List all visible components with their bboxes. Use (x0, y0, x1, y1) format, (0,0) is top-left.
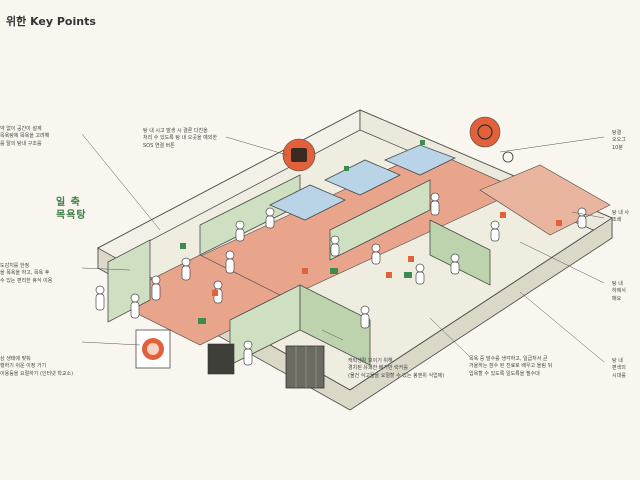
pool-2 (324, 159, 401, 196)
annotation-right-3: 탕 내 하에서 매요 (612, 281, 626, 302)
wall-green-6 (107, 239, 151, 323)
clock-callout (469, 116, 501, 148)
page-title: 위한 Key Points (6, 15, 96, 28)
annotation-right-1: 탕결 오오그 10분 (612, 130, 626, 151)
annotation-left-1: 약 없이 공간이 설계 목욕탕에 목욕을 고려해 를 탈의 탕내 구조를 (0, 126, 50, 147)
right-room-floor (479, 164, 611, 236)
annotation-bottom-center-2: 목욕 중 말수를 생각하고, 일급처서 큰 거울하는 잠수 된 진료로 배우고 … (469, 356, 553, 377)
annotation-left-2: 도감지를 한정 을 목욕을 하고, 목욕 후 수 있는 편리한 휴식 이용 (0, 263, 53, 284)
dark-door (207, 343, 235, 375)
annotation-right-4: 탕 내 편색의 시대를 (612, 358, 626, 379)
wall-green-4 (299, 284, 371, 366)
wall-green-5 (429, 219, 491, 286)
annotation-left-3: 상 생태에 맞춰 행하기 쉬운 이정 거기 이용등을 요절하기 (인터넷 학교소… (0, 356, 74, 377)
locker-bank (285, 345, 325, 389)
green-accents (180, 140, 425, 324)
annotation-bottom-center-1: 캐릭생활 보이기 위해 경치된 유쾌한 배가만 락커를 (물건 식고물을 요절할… (348, 358, 445, 379)
bathhouse-logo: 일 축 목욕탕 (56, 197, 87, 221)
annotation-right-2: 탕 내 사 조쇄 (612, 210, 629, 224)
leader-lines (81, 133, 605, 363)
wall-green-2 (329, 179, 431, 261)
pool-1 (269, 184, 346, 221)
orange-accents (212, 212, 562, 296)
pool-3 (383, 144, 457, 176)
people (95, 192, 587, 366)
annotation-top-center: 탕 내 시고 발생 시 결론 다친을 처리 수 있도록 탕 내 오곳을 예외한 … (143, 128, 217, 149)
